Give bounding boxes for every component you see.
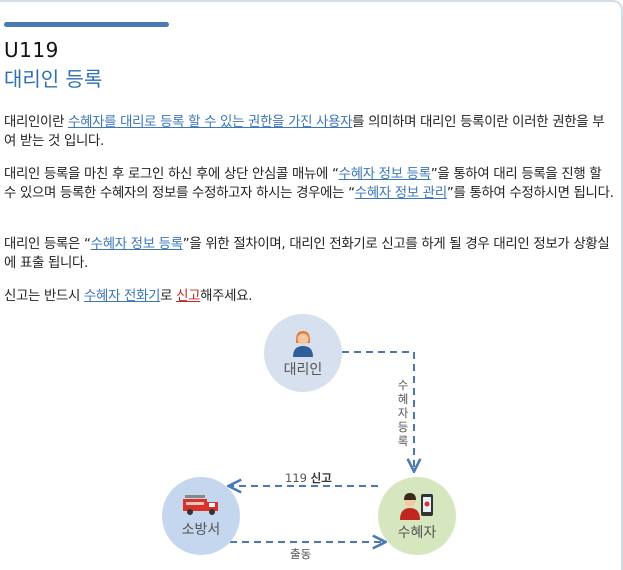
link-recipient-phone[interactable]: 수혜자 전화기 <box>84 289 161 304</box>
paragraph-procedure: 대리인 등록을 마친 후 로그인 하신 후에 상단 안심콜 매뉴에 “수혜자 정… <box>4 167 614 201</box>
link-recipient-registration-2[interactable]: 수혜자 정보 등록 <box>90 237 183 252</box>
link-agent-definition[interactable]: 수혜자를 대리로 등록 할 수 있는 권한을 가진 사용자 <box>68 115 353 130</box>
arrow-agent-to-recipient <box>342 351 414 470</box>
recipient-node: 수혜자 <box>378 477 456 555</box>
paragraph-purpose: 대리인 등록은 “수혜자 정보 등록”을 위한 절차이며, 대리인 전화기로 신… <box>4 237 610 271</box>
edge-label-report: 119 신고 <box>285 471 332 485</box>
phone-alert-icon <box>400 493 433 520</box>
paragraph-notice: 신고는 반드시 수혜자 전화기로 신고해주세요. <box>4 289 253 304</box>
fire-station-node: 소방서 <box>162 477 240 555</box>
agent-node: 대리인 <box>264 314 342 392</box>
link-recipient-management[interactable]: 수혜자 정보 관리 <box>354 186 447 201</box>
fire-station-node-label: 소방서 <box>181 522 221 538</box>
header-accent-bar <box>4 22 169 27</box>
agent-node-label: 대리인 <box>283 362 323 378</box>
page-title: 대리인 등록 <box>4 67 103 91</box>
recipient-node-label: 수혜자 <box>397 525 437 541</box>
paragraph-definition: 대리인이란 수혜자를 대리로 등록 할 수 있는 권한을 가진 사용자를 의미하… <box>4 115 605 149</box>
fire-truck-icon <box>183 495 218 515</box>
link-recipient-registration[interactable]: 수혜자 정보 등록 <box>338 167 431 182</box>
edge-label-register: 수혜자등록 <box>397 378 409 448</box>
person-icon <box>293 331 313 357</box>
edge-label-dispatch: 출동 <box>290 547 312 561</box>
link-report[interactable]: 신고 <box>176 289 201 304</box>
page-code: U119 <box>4 38 59 62</box>
